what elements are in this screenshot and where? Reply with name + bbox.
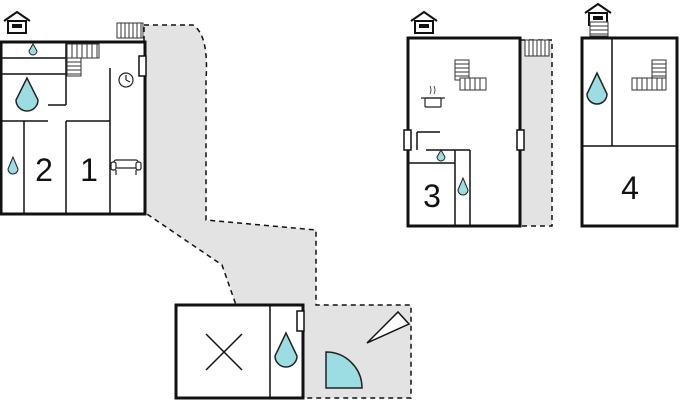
door-icon: [296, 310, 305, 332]
house-icon: [3, 10, 31, 34]
room-number-4: 4: [621, 170, 639, 206]
house-c-outline: [580, 36, 679, 228]
house-a: 2 1: [0, 10, 147, 216]
stairs-icon: [454, 59, 487, 91]
stairs-icon: [66, 43, 100, 77]
room-number-2: 2: [35, 152, 53, 188]
water-drop-icon: [7, 155, 19, 175]
flag-icon: [366, 310, 411, 344]
door-icon: [138, 55, 147, 77]
water-drop-icon: [457, 176, 469, 196]
stairs-icon: [524, 39, 550, 57]
sofa-icon: [110, 159, 142, 175]
door-icon: [516, 129, 525, 151]
house-icon: [410, 10, 438, 34]
water-drop-icon: [28, 42, 38, 56]
outdoor-side-area: [519, 39, 553, 227]
door-icon: [403, 129, 412, 151]
pool-icon: [325, 351, 363, 389]
outdoor-path-area: [143, 24, 412, 399]
house-a-walls: [1, 42, 111, 214]
water-drop-icon: [436, 148, 446, 162]
stairs-icon: [589, 21, 609, 37]
house-b-walls: [408, 131, 471, 226]
water-drop-icon: [15, 76, 39, 112]
clock-icon: [118, 72, 134, 88]
room-number-1: 1: [80, 152, 98, 188]
house-c-walls: [582, 38, 677, 147]
water-drop-icon: [274, 331, 298, 368]
stairs-icon: [116, 22, 144, 39]
water-drop-icon: [586, 71, 608, 105]
room-number-3: 3: [423, 178, 441, 214]
house-d: [174, 303, 305, 400]
house-c: 4: [580, 2, 679, 228]
cooking-pot-icon: [421, 85, 445, 108]
house-b: 3: [403, 10, 550, 228]
stairs-icon: [631, 59, 667, 91]
cross-icon: [205, 333, 243, 371]
